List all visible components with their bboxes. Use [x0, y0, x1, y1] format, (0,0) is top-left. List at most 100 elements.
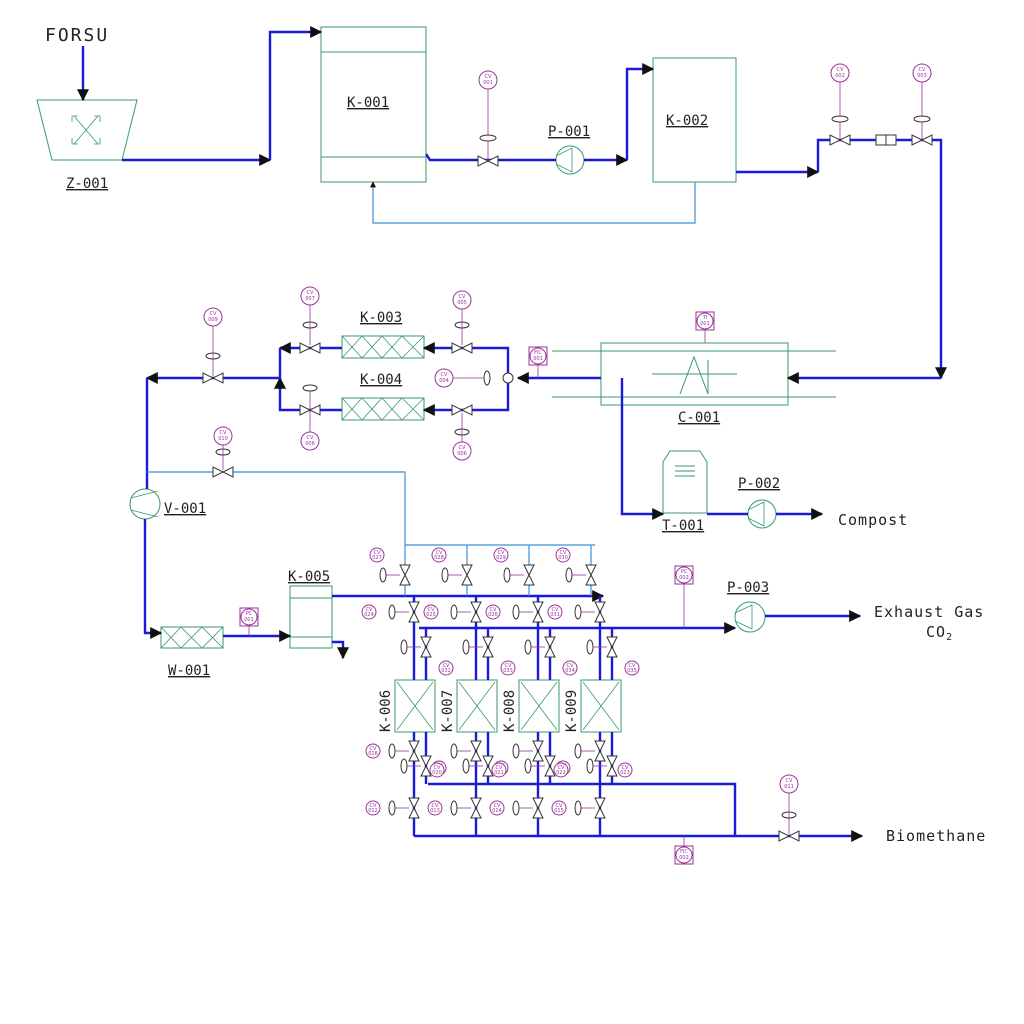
- svg-text:009: 009: [208, 317, 218, 323]
- psa-valve[interactable]: [586, 636, 618, 658]
- svg-text:008: 008: [305, 441, 315, 447]
- psa-instrument-number: 013: [430, 808, 440, 814]
- pump-p003[interactable]: [734, 601, 766, 633]
- check-valve[interactable]: [875, 134, 897, 146]
- tank-t001[interactable]: [662, 450, 708, 514]
- label-k003: K-003: [360, 310, 402, 326]
- psa-valve[interactable]: [565, 564, 597, 586]
- psa-valve[interactable]: [574, 740, 606, 762]
- psa-valve[interactable]: [503, 564, 535, 586]
- psa-valve[interactable]: [441, 564, 473, 586]
- psa-instrument-type: CV: [567, 663, 574, 669]
- psa-valve[interactable]: [388, 601, 420, 623]
- line-k005-drain: [332, 640, 349, 660]
- product-exhaust-gas: Exhaust Gas: [874, 603, 984, 621]
- psa-product-header: [428, 782, 737, 836]
- psa-column-k009[interactable]: [580, 679, 622, 733]
- psa-column-k007[interactable]: [456, 679, 498, 733]
- psa-instrument-number: 022: [556, 770, 566, 776]
- psa-column-k006[interactable]: [394, 679, 436, 733]
- vessel-k005[interactable]: [289, 585, 333, 649]
- svg-text:005: 005: [457, 300, 467, 306]
- cooler-c001[interactable]: [552, 342, 836, 406]
- psa-instrument-number: 025: [426, 612, 436, 618]
- psa-valve[interactable]: [450, 601, 482, 623]
- psa-valve[interactable]: [379, 564, 411, 586]
- label-k004: K-004: [360, 372, 402, 388]
- psa-valve[interactable]: [450, 797, 482, 819]
- psa-valve[interactable]: [400, 755, 432, 777]
- valve-cv004[interactable]: [483, 370, 514, 386]
- exchanger-w001[interactable]: [160, 626, 224, 649]
- psa-instrument-number: 030: [558, 555, 568, 561]
- psa-valve[interactable]: [512, 797, 544, 819]
- psa-valve[interactable]: [462, 755, 494, 777]
- psa-valve[interactable]: [512, 601, 544, 623]
- pump-p002[interactable]: [747, 499, 777, 529]
- valve-cv001[interactable]: [477, 134, 499, 167]
- blower-v001[interactable]: [129, 488, 161, 520]
- label-z001: Z-001: [66, 176, 108, 192]
- svg-text:CV: CV: [786, 778, 793, 784]
- psa-valve[interactable]: [574, 601, 606, 623]
- line-k004-out: [274, 376, 342, 412]
- psa-valve[interactable]: [450, 740, 482, 762]
- label-w001: W-001: [168, 663, 210, 679]
- psa-valve[interactable]: [400, 636, 432, 658]
- shredder-z001[interactable]: [36, 99, 138, 161]
- pump-p001[interactable]: [555, 145, 585, 175]
- valve-cv002[interactable]: [829, 115, 851, 146]
- psa-valve[interactable]: [574, 797, 606, 819]
- psa-valve[interactable]: [388, 740, 420, 762]
- psa-column-k008[interactable]: [518, 679, 560, 733]
- psa-valve[interactable]: [462, 636, 494, 658]
- label-k005: K-005: [288, 569, 330, 585]
- psa-valve[interactable]: [524, 755, 556, 777]
- svg-text:001: 001: [533, 356, 543, 362]
- filter-k003[interactable]: [341, 335, 425, 359]
- valve-cv003[interactable]: [911, 115, 933, 146]
- psa-valve[interactable]: [586, 755, 618, 777]
- filter-k004[interactable]: [341, 397, 425, 421]
- psa-valve[interactable]: [388, 797, 420, 819]
- psa-valve[interactable]: [524, 636, 556, 658]
- psa-valve[interactable]: [512, 740, 544, 762]
